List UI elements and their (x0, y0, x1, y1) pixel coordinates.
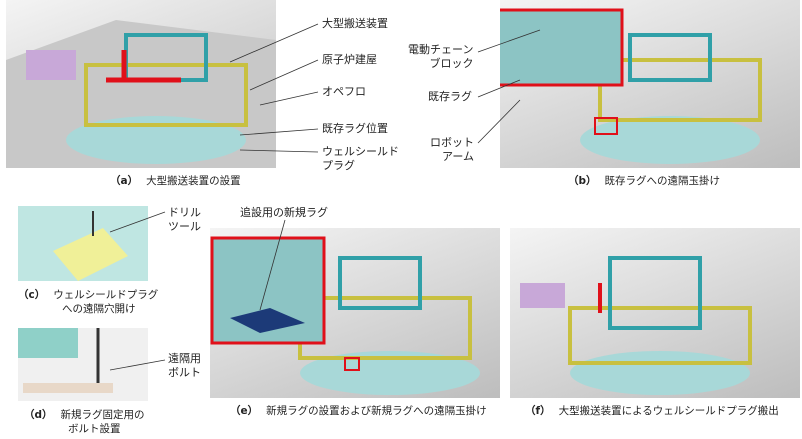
caption-d: （d）新規ラグ固定用のボルト設置 (24, 409, 145, 435)
caption-f: （f）大型搬送装置によるウェルシールドプラグ搬出 (525, 405, 779, 417)
caption-a: （a）大型搬送装置の設置 (110, 175, 241, 187)
label-transport-device: 大型搬送装置 (322, 17, 388, 30)
caption-c: （c）ウェルシールドプラグへの遠隔穴開け (18, 289, 159, 315)
label-drill-tool: ドリルツール (168, 206, 201, 233)
plug-lift-render (520, 256, 752, 395)
panel-a-image (6, 0, 276, 168)
panel-e-image (210, 228, 500, 398)
label-well-shield: ウェルシールド (322, 145, 399, 158)
panel-f-image (510, 228, 800, 398)
label-remote-bolt: 遠隔用ボルト (168, 352, 201, 379)
label-new-lug: 追設用の新規ラグ (240, 206, 328, 219)
crane-frame-render (6, 20, 276, 168)
caption-b: （b）既存ラグへの遠隔玉掛け (568, 175, 721, 187)
label-plug: プラグ (322, 159, 355, 172)
drill-render (53, 211, 128, 281)
label-chain-block: 電動チェーンブロック (408, 43, 474, 70)
bolt-render (18, 328, 113, 393)
new-lug-render (210, 236, 480, 395)
caption-e: （e）新規ラグの設置および新規ラグへの遠隔玉掛け (230, 405, 487, 417)
panel-d-image (18, 328, 148, 401)
label-robot-arm: ロボットアーム (430, 136, 474, 163)
label-existing-lug: 既存ラグ位置 (322, 122, 388, 135)
panel-b-image (500, 0, 800, 168)
label-existing-lug-b: 既存ラグ (428, 90, 472, 103)
panel-c-image (18, 206, 148, 281)
label-reactor-building: 原子炉建屋 (322, 53, 377, 66)
crane-render-b (500, 8, 762, 164)
label-operating-floor: オペフロ (322, 85, 366, 98)
